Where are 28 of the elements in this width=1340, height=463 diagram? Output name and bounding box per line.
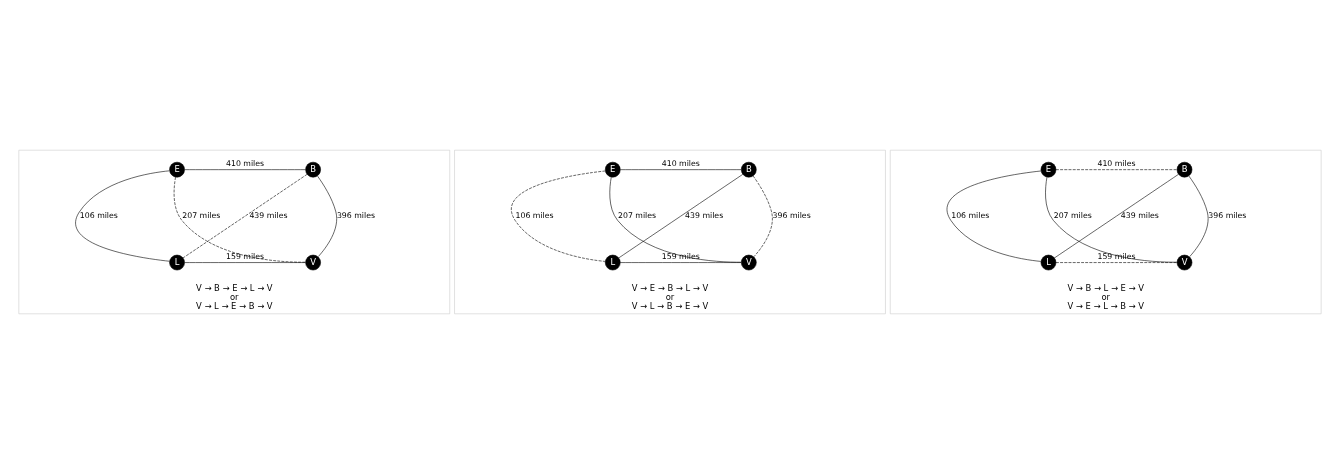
- node-circle: B: [741, 161, 757, 177]
- node-circle: L: [169, 254, 185, 270]
- node-circle: B: [1176, 161, 1193, 177]
- connector: [946, 170, 1042, 262]
- connector: [619, 168, 742, 170]
- connector: [609, 176, 742, 262]
- node-circle: L: [604, 254, 621, 270]
- connector: [317, 175, 337, 257]
- node-circle: L: [1040, 254, 1057, 270]
- connector: [184, 168, 306, 170]
- connector: [618, 173, 744, 258]
- connector: [184, 261, 306, 263]
- node-circle: E: [169, 161, 185, 177]
- connector: [1055, 261, 1178, 263]
- connector: [182, 173, 308, 258]
- node-circle: V: [305, 254, 321, 270]
- connector: [752, 175, 773, 257]
- connector: [75, 170, 170, 262]
- node-circle: E: [1040, 161, 1057, 177]
- node-circle: E: [604, 161, 621, 177]
- connector: [1055, 168, 1178, 170]
- connector: [1188, 175, 1209, 257]
- connector: [619, 261, 742, 263]
- node-circle: V: [1176, 254, 1193, 270]
- connector: [511, 170, 606, 262]
- connector: [173, 176, 306, 262]
- node-circle: V: [741, 254, 757, 270]
- node-circle: B: [305, 161, 321, 177]
